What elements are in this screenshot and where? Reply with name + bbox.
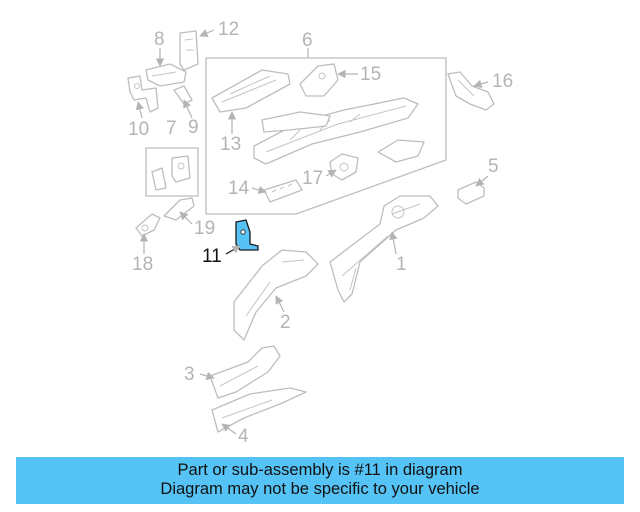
- callout-19: 19: [194, 218, 215, 239]
- callout-6: 6: [302, 30, 313, 51]
- callout-8: 8: [154, 29, 165, 50]
- part-3-shape: [209, 345, 281, 399]
- part-2-shape: [233, 249, 319, 341]
- part-7-group-box: [145, 147, 199, 197]
- callout-17: 17: [302, 168, 323, 189]
- callout-15: 15: [360, 64, 381, 85]
- part-5-shape: [457, 181, 485, 205]
- part-12-shape: [179, 30, 199, 71]
- callout-16: 16: [492, 71, 513, 92]
- callout-4: 4: [238, 426, 249, 447]
- callout-12: 12: [218, 19, 239, 40]
- callout-14: 14: [228, 178, 250, 199]
- callout-18: 18: [132, 254, 153, 275]
- part-6-right-shape: [377, 139, 425, 163]
- callout-10: 10: [128, 119, 149, 140]
- part-19-shape: [163, 197, 195, 221]
- callout-1: 1: [396, 254, 407, 275]
- leader-lines: [135, 29, 489, 435]
- part-1-shape: [329, 195, 439, 303]
- part-15-shape: [299, 63, 339, 97]
- part-14-shape: [263, 179, 303, 203]
- part-17-shape: [329, 153, 359, 181]
- part-6-group-box: [205, 57, 447, 215]
- banner-line-1: Part or sub-assembly is #11 in diagram: [177, 461, 463, 479]
- callout-5: 5: [488, 156, 499, 177]
- part-6-main-shape: [253, 97, 419, 165]
- part-18-shape: [135, 213, 161, 237]
- callout-11[interactable]: 11: [202, 246, 222, 267]
- parts-diagram: 12 8 6 15 16 10 9 7 13 5 17 14 19 11 18 …: [127, 19, 513, 447]
- part-16-shape: [447, 71, 495, 111]
- part-13-shape: [211, 69, 291, 113]
- part-7-shape: [151, 155, 191, 191]
- part-8-shape: [145, 63, 187, 87]
- callout-9: 9: [188, 117, 199, 138]
- callout-7: 7: [166, 118, 177, 139]
- info-banner: Part or sub-assembly is #11 in diagram D…: [16, 457, 624, 504]
- banner-line-2: Diagram may not be specific to your vehi…: [160, 480, 480, 498]
- callout-2: 2: [280, 312, 291, 333]
- part-9-shape: [173, 85, 193, 105]
- callout-3: 3: [184, 364, 195, 385]
- part-10-shape: [127, 75, 159, 113]
- callout-13: 13: [220, 134, 241, 155]
- part-11-shape[interactable]: [235, 219, 259, 251]
